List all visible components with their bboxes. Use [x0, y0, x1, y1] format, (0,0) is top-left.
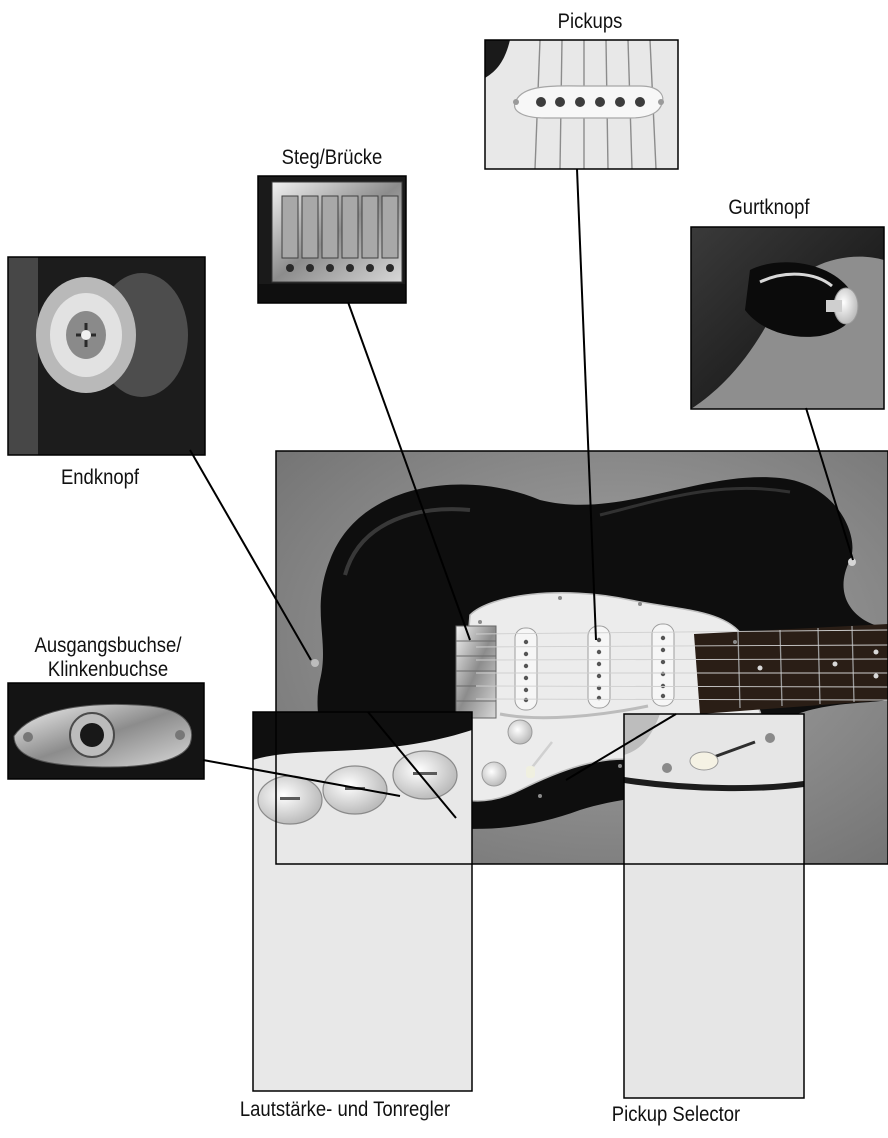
label-gurtknopf: Gurtknopf: [703, 196, 835, 220]
strap-button-photo: [691, 227, 884, 409]
pickups-photo: [485, 40, 678, 169]
bridge-photo: [258, 176, 406, 303]
selector-photo: [624, 714, 804, 1098]
end-button-photo: [8, 257, 205, 455]
label-ausgangsbuchse-line1: Ausgangsbuchse/: [13, 634, 203, 658]
label-pickups: Pickups: [528, 10, 651, 34]
label-ausgangsbuchse: Ausgangsbuchse/ Klinkenbuchse: [13, 634, 203, 682]
knobs-photo: [253, 712, 472, 1091]
label-endknopf: Endknopf: [47, 466, 153, 490]
label-ausgangsbuchse-line2: Klinkenbuchse: [13, 658, 203, 682]
label-pickup-selector: Pickup Selector: [597, 1103, 755, 1127]
output-jack-photo: [8, 683, 204, 779]
label-lautstaerke-tonregler: Lautstärke- und Tonregler: [217, 1098, 472, 1122]
label-steg-bruecke: Steg/Brücke: [270, 146, 393, 170]
